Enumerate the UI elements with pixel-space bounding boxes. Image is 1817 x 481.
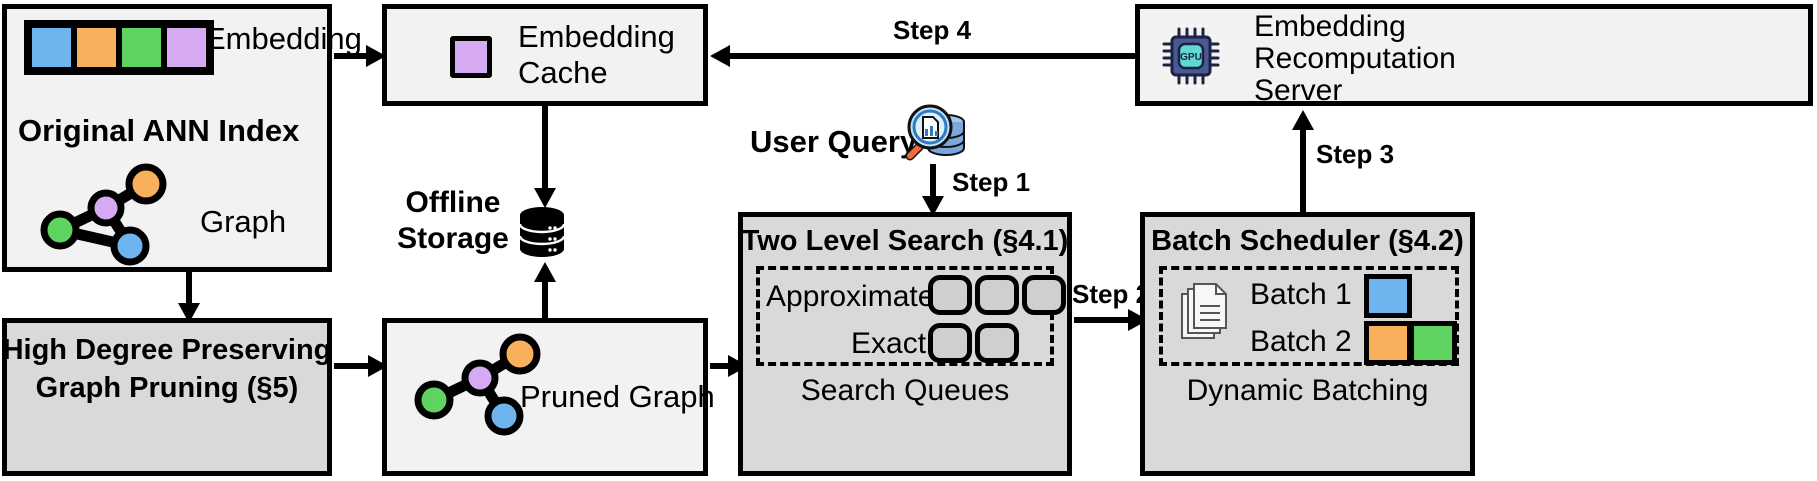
approximate-row-slots: [928, 275, 1066, 315]
embedding-label: Embedding: [205, 21, 362, 56]
arrow-step2-shaft: [1074, 317, 1136, 323]
batch-swatch-blue: [1364, 274, 1412, 318]
magnifier-database-icon: [898, 100, 968, 170]
gpu-chip-icon: GPU: [1162, 27, 1222, 85]
arrow-cache-to-storage-shaft: [542, 106, 548, 192]
original-graph-icon: [38, 163, 178, 266]
step2-label: Step 2: [1072, 279, 1151, 309]
arrow-step4-shaft: [728, 53, 1138, 59]
queue-slot: [975, 323, 1019, 363]
recomputation-server-line2: Recomputation: [1254, 42, 1456, 75]
batch1-swatches: [1364, 274, 1412, 318]
recomputation-server-line3: Server: [1254, 74, 1343, 107]
step1-label: Step 1: [952, 167, 1031, 197]
embedding-cache-line2: Cache: [518, 55, 608, 90]
arrow-step4-head: [710, 45, 730, 67]
arrow-index-to-cache-shaft: [334, 53, 372, 59]
documents-stack-icon: [1178, 282, 1230, 344]
batch-scheduler-title: Batch Scheduler (§4.2): [1151, 225, 1464, 257]
pruned-graph-label: Pruned Graph: [520, 379, 715, 414]
embedding-swatch-purple: [164, 25, 209, 70]
arrow-step3-shaft: [1300, 128, 1306, 214]
svg-text:GPU: GPU: [1180, 52, 1202, 63]
batch2-swatches: [1364, 321, 1457, 365]
arrow-index-to-cache-head: [366, 45, 386, 67]
batch-swatch-green: [1409, 321, 1457, 365]
arrow-pruning-to-pruned-shaft: [334, 363, 374, 369]
embedding-cache-box: [382, 4, 708, 106]
approximate-row-label: Approximate: [766, 280, 935, 313]
dynamic-batching-panel: [1159, 266, 1459, 366]
arrow-step1-shaft: [930, 164, 936, 202]
recomputation-server-line1: Embedding: [1254, 10, 1406, 43]
queue-slot: [928, 275, 972, 315]
original-ann-index-title: Original ANN Index: [18, 113, 300, 148]
arrow-step3-head: [1292, 110, 1314, 130]
step3-label: Step 3: [1316, 139, 1395, 169]
embedding-cache-line1: Embedding: [518, 19, 675, 54]
embedding-swatch-strip: [24, 20, 214, 75]
offline-storage-line2: Storage: [397, 222, 509, 255]
graph-pruning-line1: High Degree Preserving: [2, 334, 332, 366]
graph-label: Graph: [200, 204, 287, 239]
arrow-cache-to-storage-head: [534, 188, 556, 208]
dynamic-batching-caption: Dynamic Batching: [1186, 374, 1429, 407]
arrow-index-to-pruning-shaft: [186, 272, 192, 308]
two-level-search-title: Two Level Search (§4.1): [741, 225, 1069, 257]
queue-slot: [1022, 275, 1066, 315]
embedding-cache-chip-icon: [450, 36, 492, 78]
pruned-graph-box: [382, 318, 708, 476]
arrow-pruned-to-storage-shaft: [542, 282, 548, 318]
pruned-graph-icon: [412, 333, 542, 438]
search-queues-caption: Search Queues: [800, 374, 1010, 407]
graph-pruning-line2: Graph Pruning (§5): [35, 372, 299, 404]
offline-storage-line1: Offline: [405, 186, 501, 219]
graph-pruning-box: [2, 318, 332, 476]
batch-swatch-orange: [1364, 321, 1412, 365]
embedding-swatch-blue: [29, 25, 74, 70]
arrow-pruned-to-search-shaft: [710, 363, 736, 369]
search-queues-panel: [756, 266, 1054, 366]
arrow-pruned-to-storage-head: [534, 262, 556, 282]
batch1-label: Batch 1: [1250, 278, 1352, 311]
database-icon: [518, 206, 566, 258]
arrow-step1-head: [922, 196, 944, 216]
embedding-swatch-orange: [74, 25, 119, 70]
queue-slot: [975, 275, 1019, 315]
exact-row-slots: [928, 323, 1019, 363]
recomputation-server-box: [1135, 4, 1813, 106]
embedding-swatch-green: [119, 25, 164, 70]
user-query-label: User Query: [750, 124, 918, 159]
queue-slot: [928, 323, 972, 363]
exact-row-label: Exact: [851, 327, 927, 360]
step4-label: Step 4: [893, 15, 972, 45]
batch2-label: Batch 2: [1250, 325, 1352, 358]
